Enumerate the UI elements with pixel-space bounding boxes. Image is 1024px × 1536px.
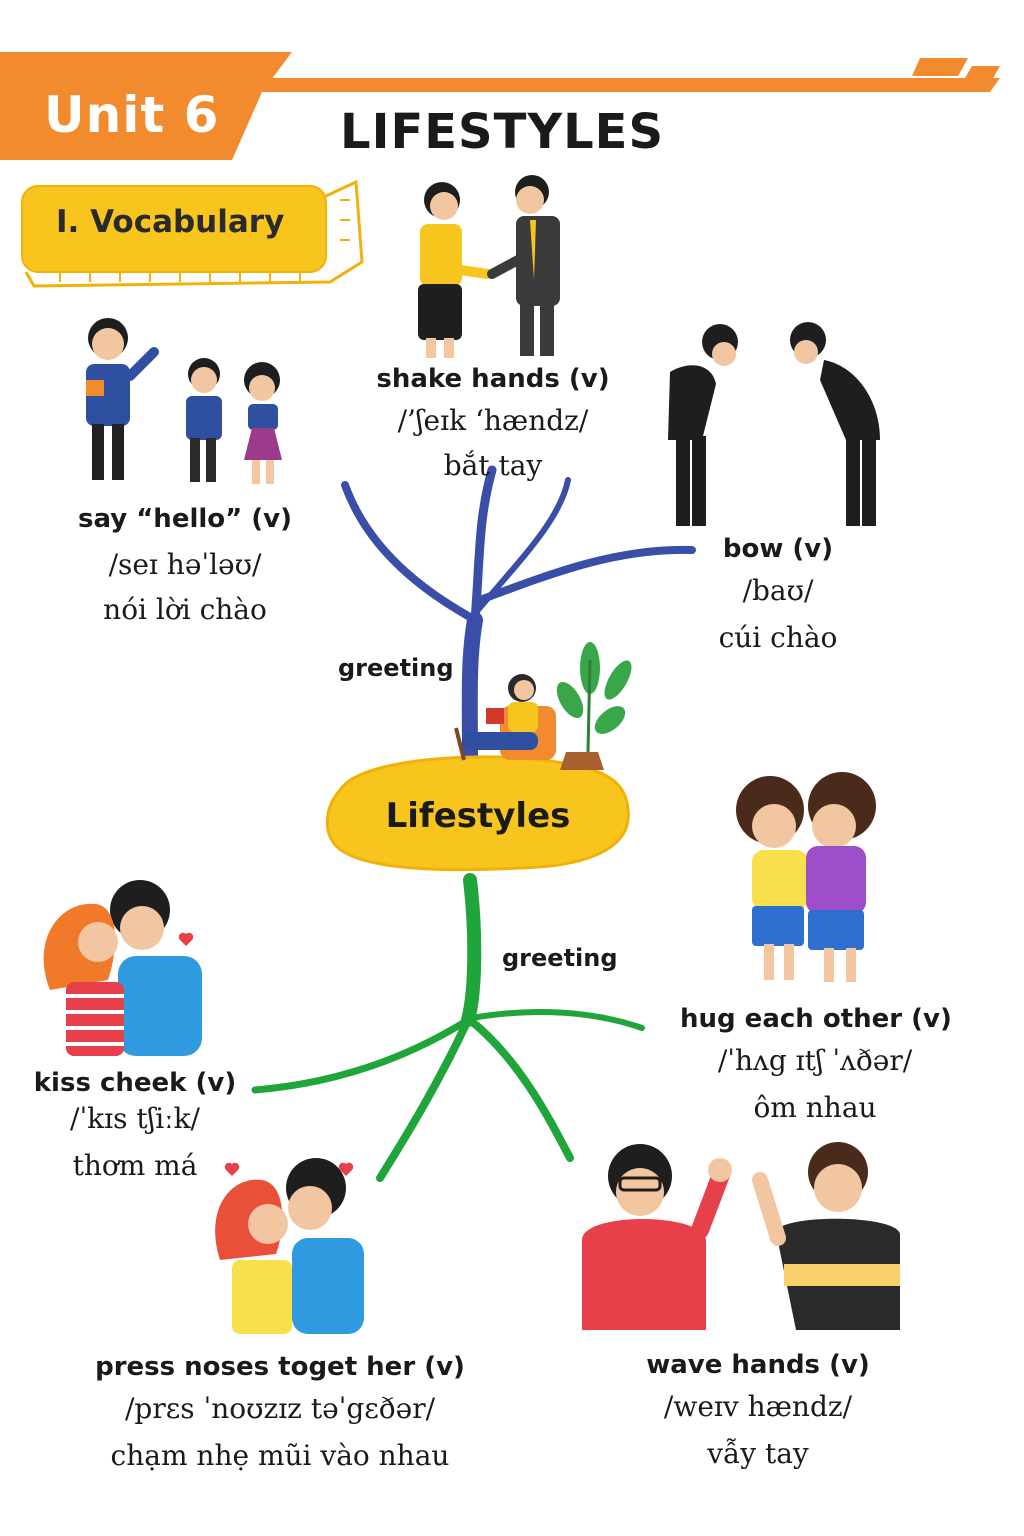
reading-girl-illustration [454,642,632,770]
vocab-item-bow: bow (v) /baʊ/ cúi chào [698,534,858,654]
bow-illustration [668,322,880,526]
hug-illustration [736,772,876,982]
vocab-ipa: /seɪ həˈləʊ/ [108,548,262,581]
page-title: LIFESTYLES [340,104,665,160]
vocab-item-shake-hands: shake hands (v) /’ʃeɪk ‘hændz/ bắt tay [368,364,618,482]
center-node-label: Lifestyles [385,796,571,836]
vocab-item-hug: hug each other (v) /ˈhʌg ɪtʃ ˈʌðər/ ôm n… [680,1004,952,1124]
wave-hands-illustration [582,1142,900,1330]
vocab-meaning: vẫy tay [707,1437,809,1470]
vocab-word: say “hello” (v) [78,504,292,534]
vocab-ipa: /ˈhʌg ɪtʃ ˈʌðər/ [717,1044,913,1077]
vocab-item-wave-hands: wave hands (v) /weɪv hændz/ vẫy tay [640,1350,876,1470]
vocab-meaning: thơm má [72,1149,198,1182]
press-noses-illustration [215,1158,364,1334]
unit-banner [0,52,292,160]
section-label: I. Vocabulary [56,204,285,240]
vocab-meaning: nói lời chào [103,593,267,626]
shake-hands-illustration [418,175,560,358]
vocab-word: press noses toget her (v) [95,1352,465,1382]
vocab-word: hug each other (v) [680,1004,952,1034]
say-hello-illustration [86,318,282,484]
vocab-meaning: ôm nhau [753,1091,877,1124]
vocab-item-kiss-cheek: kiss cheek (v) /ˈkɪs tʃiːk/ thơm má [30,1068,240,1182]
center-node [325,755,630,872]
vocab-meaning: bắt tay [443,449,543,482]
vocab-word: bow (v) [722,534,834,564]
branch-label-bottom: greeting [502,944,618,972]
vocab-ipa: /baʊ/ [742,574,814,607]
vocab-word: kiss cheek (v) [33,1068,237,1098]
vocab-meaning: chạm nhẹ mũi vào nhau [110,1439,450,1472]
branch-label-top: greeting [338,654,454,682]
kiss-cheek-illustration [43,880,202,1056]
header-stripe [262,78,1000,92]
green-branches [251,873,645,1182]
vocab-item-say-hello: say “hello” (v) /seɪ həˈləʊ/ nói lời chà… [60,504,310,626]
vocab-word: shake hands (v) [376,364,610,394]
header-stripe-accent-2 [964,66,1000,80]
vocab-word: wave hands (v) [646,1350,870,1380]
unit-label: Unit 6 [44,86,220,144]
vocab-meaning: cúi chào [718,621,838,654]
vocab-ipa: /’ʃeɪk ‘hændz/ [397,404,589,437]
vocab-ipa: /ˈkɪs tʃiːk/ [70,1102,200,1135]
vocab-ipa: /weɪv hændz/ [663,1390,853,1423]
vocabulary-box [21,179,364,288]
vocab-item-press-noses: press noses toget her (v) /prɛs ˈnoʊzɪz … [92,1352,468,1472]
header-stripe-accent [912,58,968,76]
vocab-ipa: /prɛs ˈnoʊzɪz təˈgɛðər/ [124,1392,436,1425]
